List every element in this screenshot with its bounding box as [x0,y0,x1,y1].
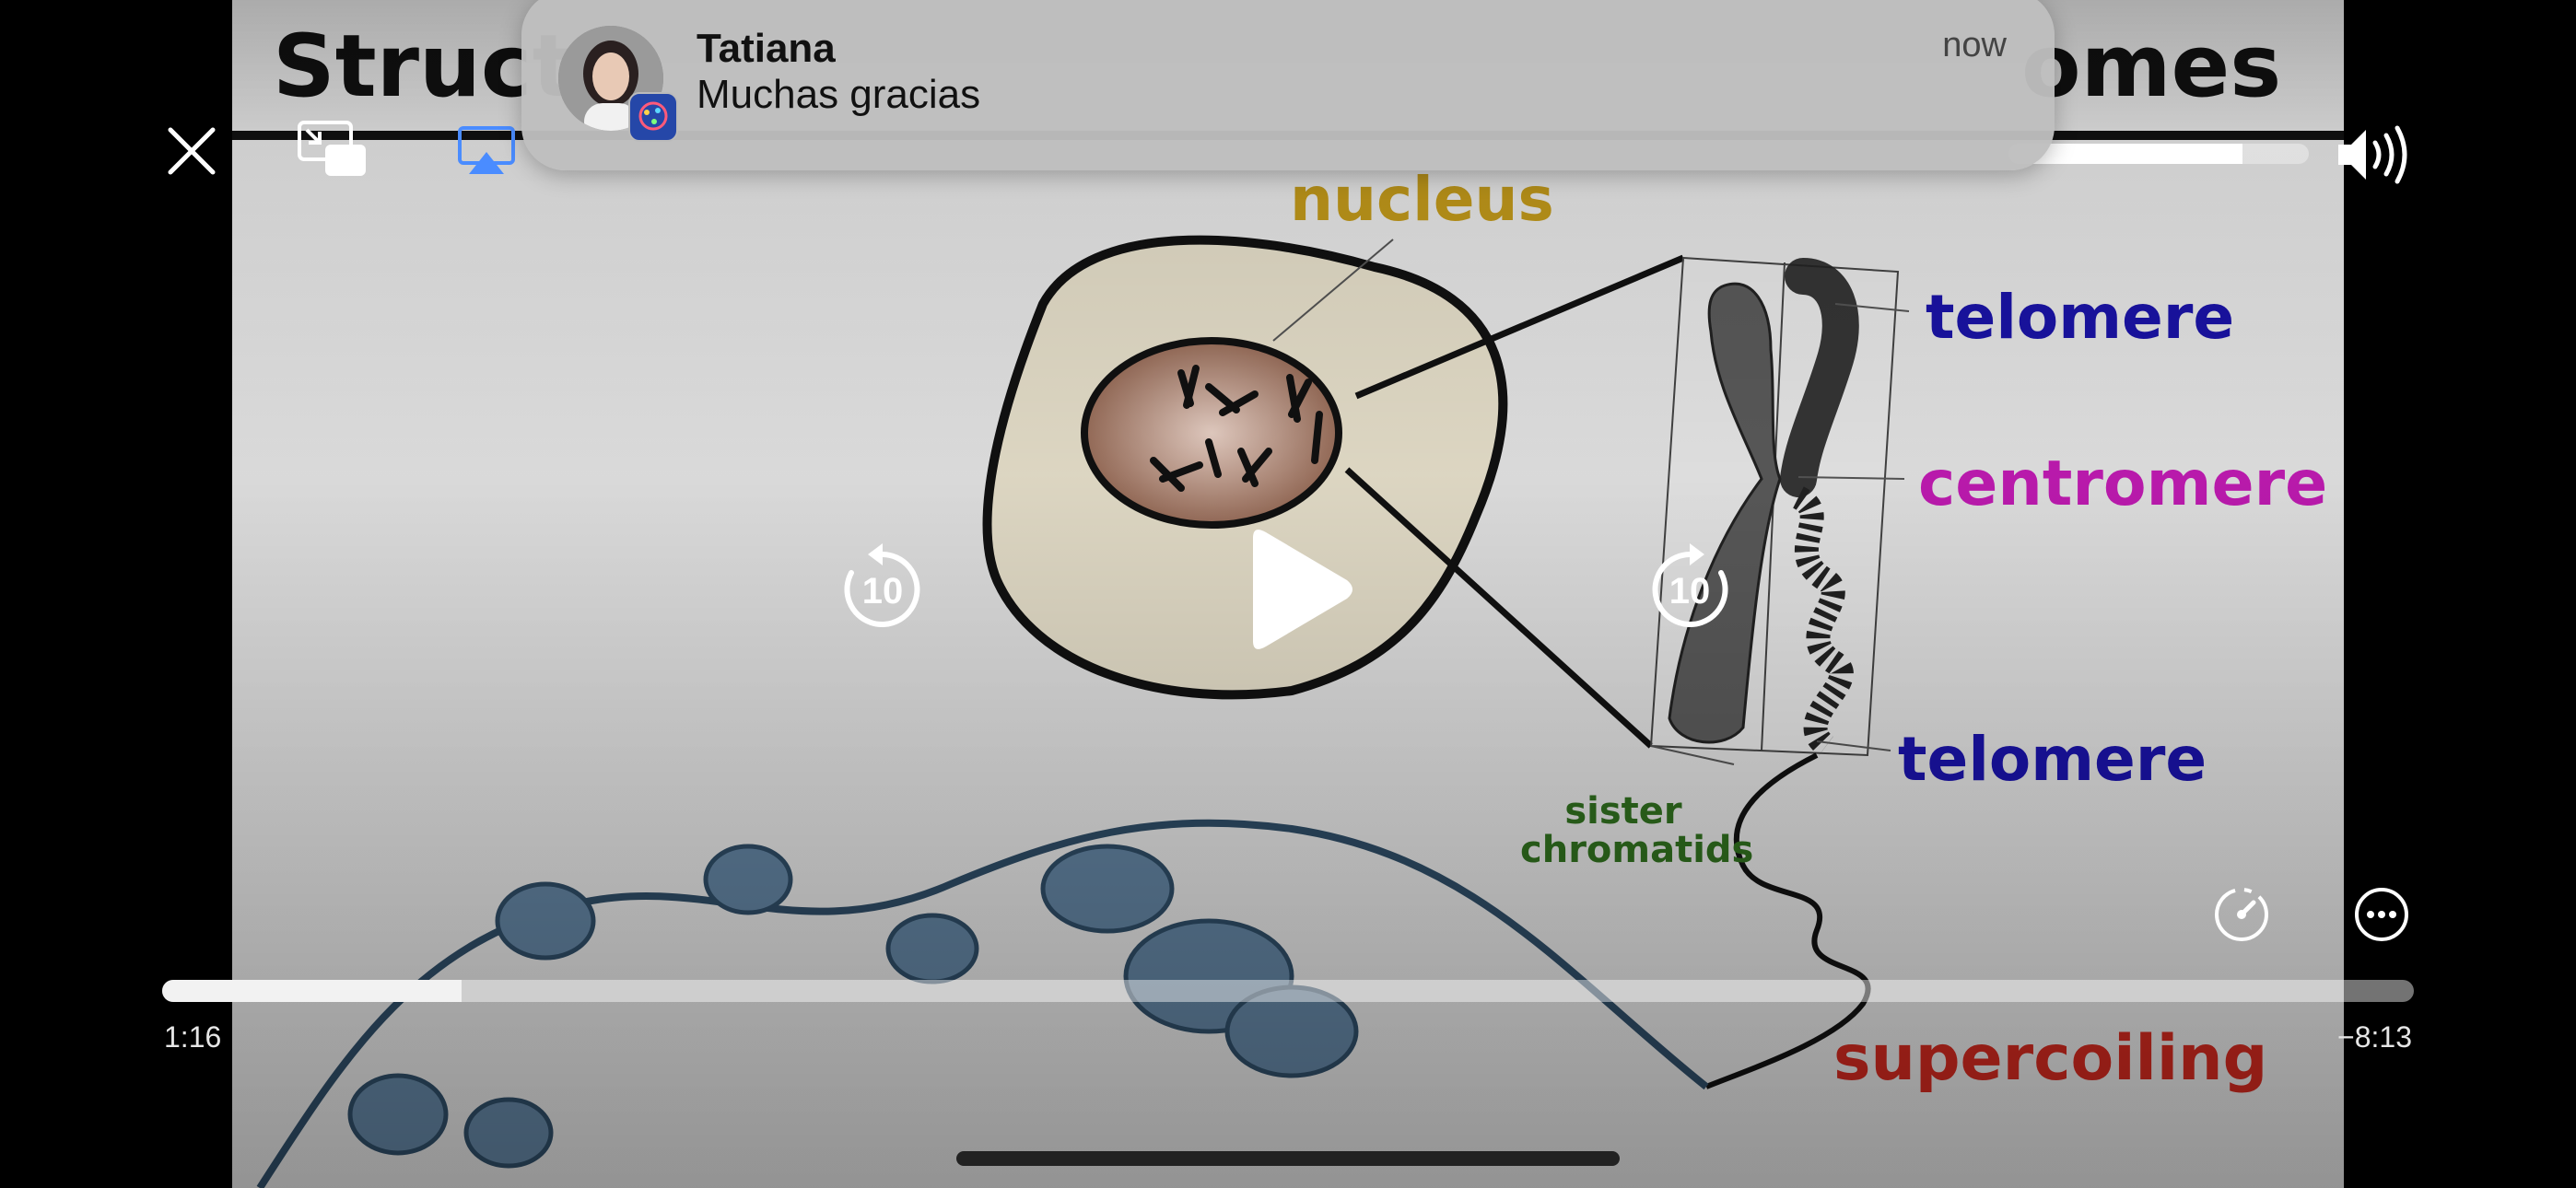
remaining-time: −8:13 [2337,1020,2412,1054]
progress-fill [162,980,463,1002]
playback-speed-icon [2215,888,2268,941]
volume-slider-fill [2008,144,2243,164]
label-telomere-top: telomere [1926,282,2235,353]
volume-button[interactable] [2333,118,2418,192]
ellipsis-circle-icon [2355,888,2408,941]
close-button[interactable] [158,118,225,184]
more-options-button[interactable] [2351,884,2412,945]
notification-time: now [1942,26,2007,64]
close-icon [168,127,216,175]
playback-speed-button[interactable] [2211,884,2272,945]
skip-back-button[interactable]: 10 [837,543,929,635]
slide-illustration [232,0,2344,1188]
label-sister-chromatids: sister chromatids [1520,790,1754,871]
progress-scrubber[interactable] [162,980,2414,1002]
volume-slider[interactable] [2008,144,2309,164]
play-icon [1253,530,1352,649]
notification-banner[interactable]: Tatiana Muchas gracias now [521,0,2055,170]
elapsed-time: 1:16 [164,1020,222,1054]
skip-forward-label: 10 [1669,571,1711,611]
speaker-volume-icon [2338,125,2407,184]
skip-back-label: 10 [861,571,904,611]
skip-forward-10-icon [1652,543,1728,627]
label-telomere-bottom: telomere [1898,724,2207,795]
notification-sender: Tatiana [697,26,836,71]
play-button[interactable] [1233,525,1362,654]
airplay-icon [458,126,515,174]
notification-message: Muchas gracias [697,72,981,117]
skip-forward-button[interactable]: 10 [1644,543,1736,635]
airplay-button[interactable] [453,118,520,184]
label-sister: sister [1564,790,1682,833]
home-indicator[interactable] [956,1151,1620,1166]
skip-back-10-icon [844,543,920,627]
label-chromatids: chromatids [1520,829,1754,871]
label-nucleus: nucleus [1290,164,1554,235]
messaging-app-icon [628,92,678,142]
picture-in-picture-button[interactable] [293,116,372,182]
label-centromere: centromere [1918,448,2328,520]
label-supercoiling: supercoiling [1833,1022,2268,1095]
picture-in-picture-icon [298,121,366,176]
slide-title-right: omes [2021,17,2282,117]
